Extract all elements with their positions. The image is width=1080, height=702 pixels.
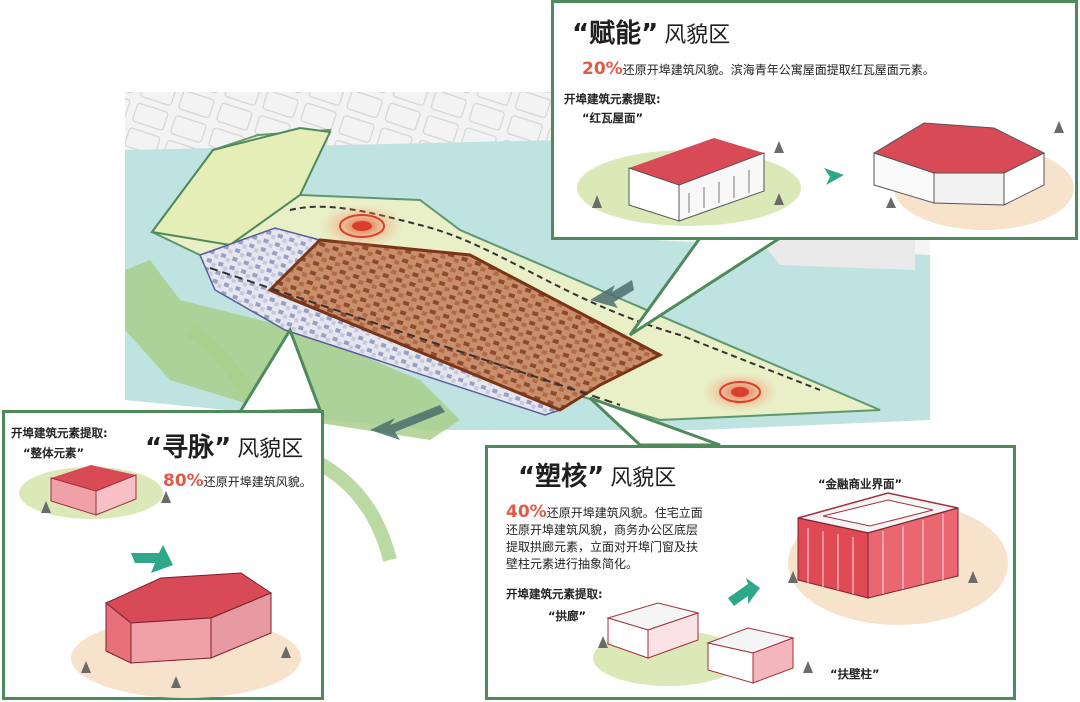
description-line-3: 提取拱廊元素，立面对开埠门窗及扶 bbox=[506, 540, 699, 554]
teal-arrow-icon bbox=[131, 545, 173, 573]
title-suffix: 风貌区 bbox=[610, 466, 677, 491]
roof-illustration bbox=[577, 121, 1074, 230]
element-label: “整体元素” bbox=[23, 446, 85, 460]
title-quote: “寻脉” bbox=[145, 433, 232, 463]
tree-icon bbox=[41, 491, 291, 688]
description-text: 还原开埠建筑风貌。滨海青年公寓屋面提取红瓦屋面元素。 bbox=[622, 63, 935, 77]
extract-label: 开埠建筑元素提取: bbox=[564, 92, 661, 106]
description-line-1: 还原开埠建筑风貌。住宅立面 bbox=[546, 506, 703, 520]
description-text: 还原开埠建筑风貌。 bbox=[203, 475, 312, 489]
arcade-label: “拱廊” bbox=[548, 609, 587, 623]
panel-funeng: “赋能”风貌区 20%还原开埠建筑风貌。滨海青年公寓屋面提取红瓦屋面元素。 开埠… bbox=[551, 0, 1078, 240]
teal-arrow-icon bbox=[728, 578, 760, 606]
title-quote: “赋能” bbox=[572, 19, 659, 49]
teal-arrow-icon bbox=[824, 168, 844, 185]
description-line-4: 壁柱元素进行抽象简化。 bbox=[506, 557, 639, 571]
district-core bbox=[267, 238, 664, 412]
pulse-target-icon bbox=[702, 372, 778, 412]
pilaster-label: “扶壁柱” bbox=[830, 667, 880, 681]
title-suffix: 风貌区 bbox=[664, 23, 731, 48]
element-label: “红瓦屋面” bbox=[582, 111, 644, 125]
suhe-illustration bbox=[593, 492, 1008, 686]
tree-icon bbox=[598, 571, 978, 673]
title-suffix: 风貌区 bbox=[237, 437, 304, 462]
flow-arrow-icon bbox=[370, 280, 634, 440]
pulse-target-icon bbox=[320, 204, 404, 248]
panel-title: “赋能”风貌区 bbox=[572, 13, 730, 50]
panel-title: “寻脉”风貌区 bbox=[145, 427, 303, 464]
description-line-2: 还原开埠建筑风貌，商务办公区底层 bbox=[506, 523, 699, 537]
extract-label: 开埠建筑元素提取: bbox=[11, 426, 108, 440]
whole-building-illustration bbox=[19, 465, 301, 698]
percent-value: 40% bbox=[506, 502, 547, 522]
percent-value: 20% bbox=[582, 59, 623, 79]
panel-xunmai: 开埠建筑元素提取: “整体元素” “寻脉”风貌区 80%还原开埠建筑风貌。 bbox=[2, 410, 324, 700]
extract-label: 开埠建筑元素提取: bbox=[506, 587, 603, 601]
tree-icon bbox=[592, 121, 1064, 208]
finance-label: “金融商业界面” bbox=[818, 477, 903, 491]
panel-description: 20%还原开埠建筑风貌。滨海青年公寓屋面提取红瓦屋面元素。 bbox=[582, 59, 935, 79]
title-quote: “塑核” bbox=[518, 462, 605, 492]
percent-value: 80% bbox=[163, 471, 204, 491]
panel-description: 80%还原开埠建筑风貌。 bbox=[163, 471, 312, 491]
panel-title: “塑核”风貌区 bbox=[518, 456, 676, 493]
panel-suhe: “塑核”风貌区 40%还原开埠建筑风貌。住宅立面 还原开埠建筑风貌，商务办公区底… bbox=[485, 445, 1016, 700]
pier bbox=[760, 240, 915, 270]
panel-description: 40%还原开埠建筑风貌。住宅立面 还原开埠建筑风貌，商务办公区底层 提取拱廊元素… bbox=[506, 504, 746, 573]
